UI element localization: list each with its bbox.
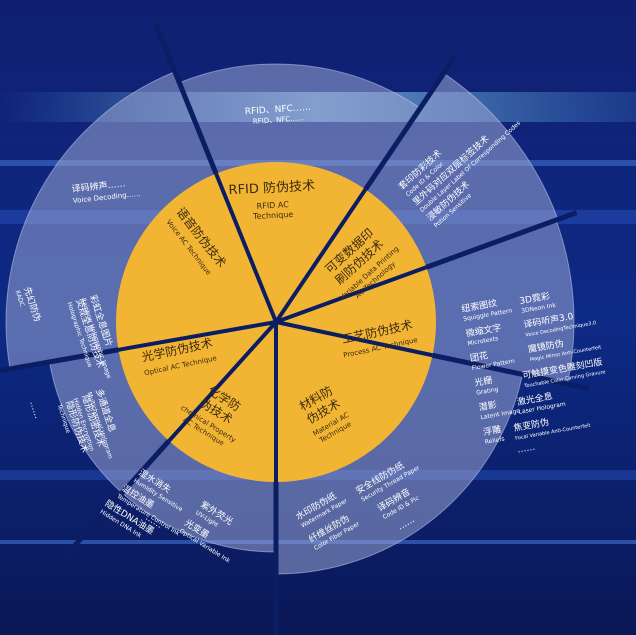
rfid-outer-item-en: RFID、NFC…… [253,114,305,126]
core-divider [274,188,368,324]
process-outer-item: 光栅 [473,374,493,389]
segment-rfid-subtitle: Technique [252,210,294,221]
optical-outer-item-en: XADC [14,289,26,307]
core-divider [118,320,277,352]
process-more: …… [517,443,536,456]
process-outer-item-en: Grating [476,386,499,397]
process-outer-item: 3D霓彩 [519,291,551,307]
segment-rfid: RFID 防伪技术 RFID AC Technique RFID、NFC…… R… [228,103,315,221]
process-outer-item-en: Reliefs [484,436,505,446]
core-divider [214,172,278,323]
process-outer-item: 浮雕 [482,423,502,438]
core-divider [275,320,433,358]
process-outer-item: 潜影 [478,398,498,413]
process-outer-item: 团花 [469,349,489,364]
segment-rfid-title: RFID 防伪技术 [228,178,315,199]
segment-rfid-subtitle: RFID AC [256,200,289,211]
core-divider [167,320,278,443]
core-divider [275,265,428,324]
optical-more: …… [27,400,42,420]
rfid-outer-item: RFID、NFC…… [244,103,311,118]
core-dividers [118,172,433,482]
